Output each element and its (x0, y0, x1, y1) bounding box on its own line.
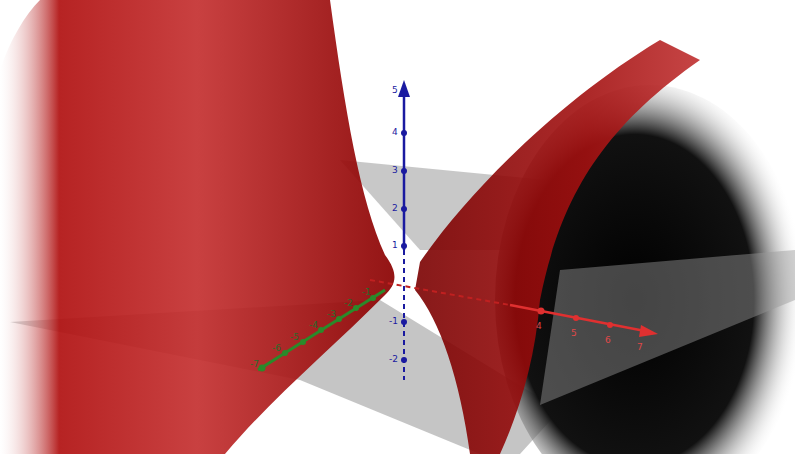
axis-tick-label: -1 (389, 317, 398, 326)
axis-tick-label: 4 (536, 322, 542, 331)
grey-plane-right (540, 250, 795, 405)
axis-tick-label: -5 (290, 333, 299, 342)
x-axis (510, 305, 645, 331)
axis-tick-label: -4 (309, 321, 318, 330)
axis-tick-label: 4 (392, 128, 398, 137)
axis-tick-label: -6 (272, 344, 281, 353)
z-arrow (398, 80, 410, 97)
axis-tick-label: -2 (344, 299, 353, 308)
axis-tick-label: -7 (250, 360, 259, 369)
axis-tick-label: -3 (327, 310, 336, 319)
x-arrow (639, 325, 658, 337)
axis-tick-label: 2 (392, 204, 398, 213)
axis-tick-label: 3 (392, 166, 398, 175)
axis-tick-label: -2 (389, 355, 398, 364)
axis-tick-label: 5 (392, 86, 398, 95)
z-ticks (401, 130, 407, 363)
x-axis-dashed (370, 280, 510, 305)
axis-tick-label: 7 (637, 343, 643, 352)
axis-tick-label: 5 (571, 329, 577, 338)
y-axis (258, 290, 385, 370)
axis-tick-label: 1 (392, 241, 398, 250)
axis-tick-label: 6 (605, 336, 611, 345)
axis-tick-label: -1 (362, 288, 371, 297)
x-ticks (538, 308, 614, 329)
y-ticks (259, 295, 377, 372)
hyperboloid-left (0, 0, 394, 454)
